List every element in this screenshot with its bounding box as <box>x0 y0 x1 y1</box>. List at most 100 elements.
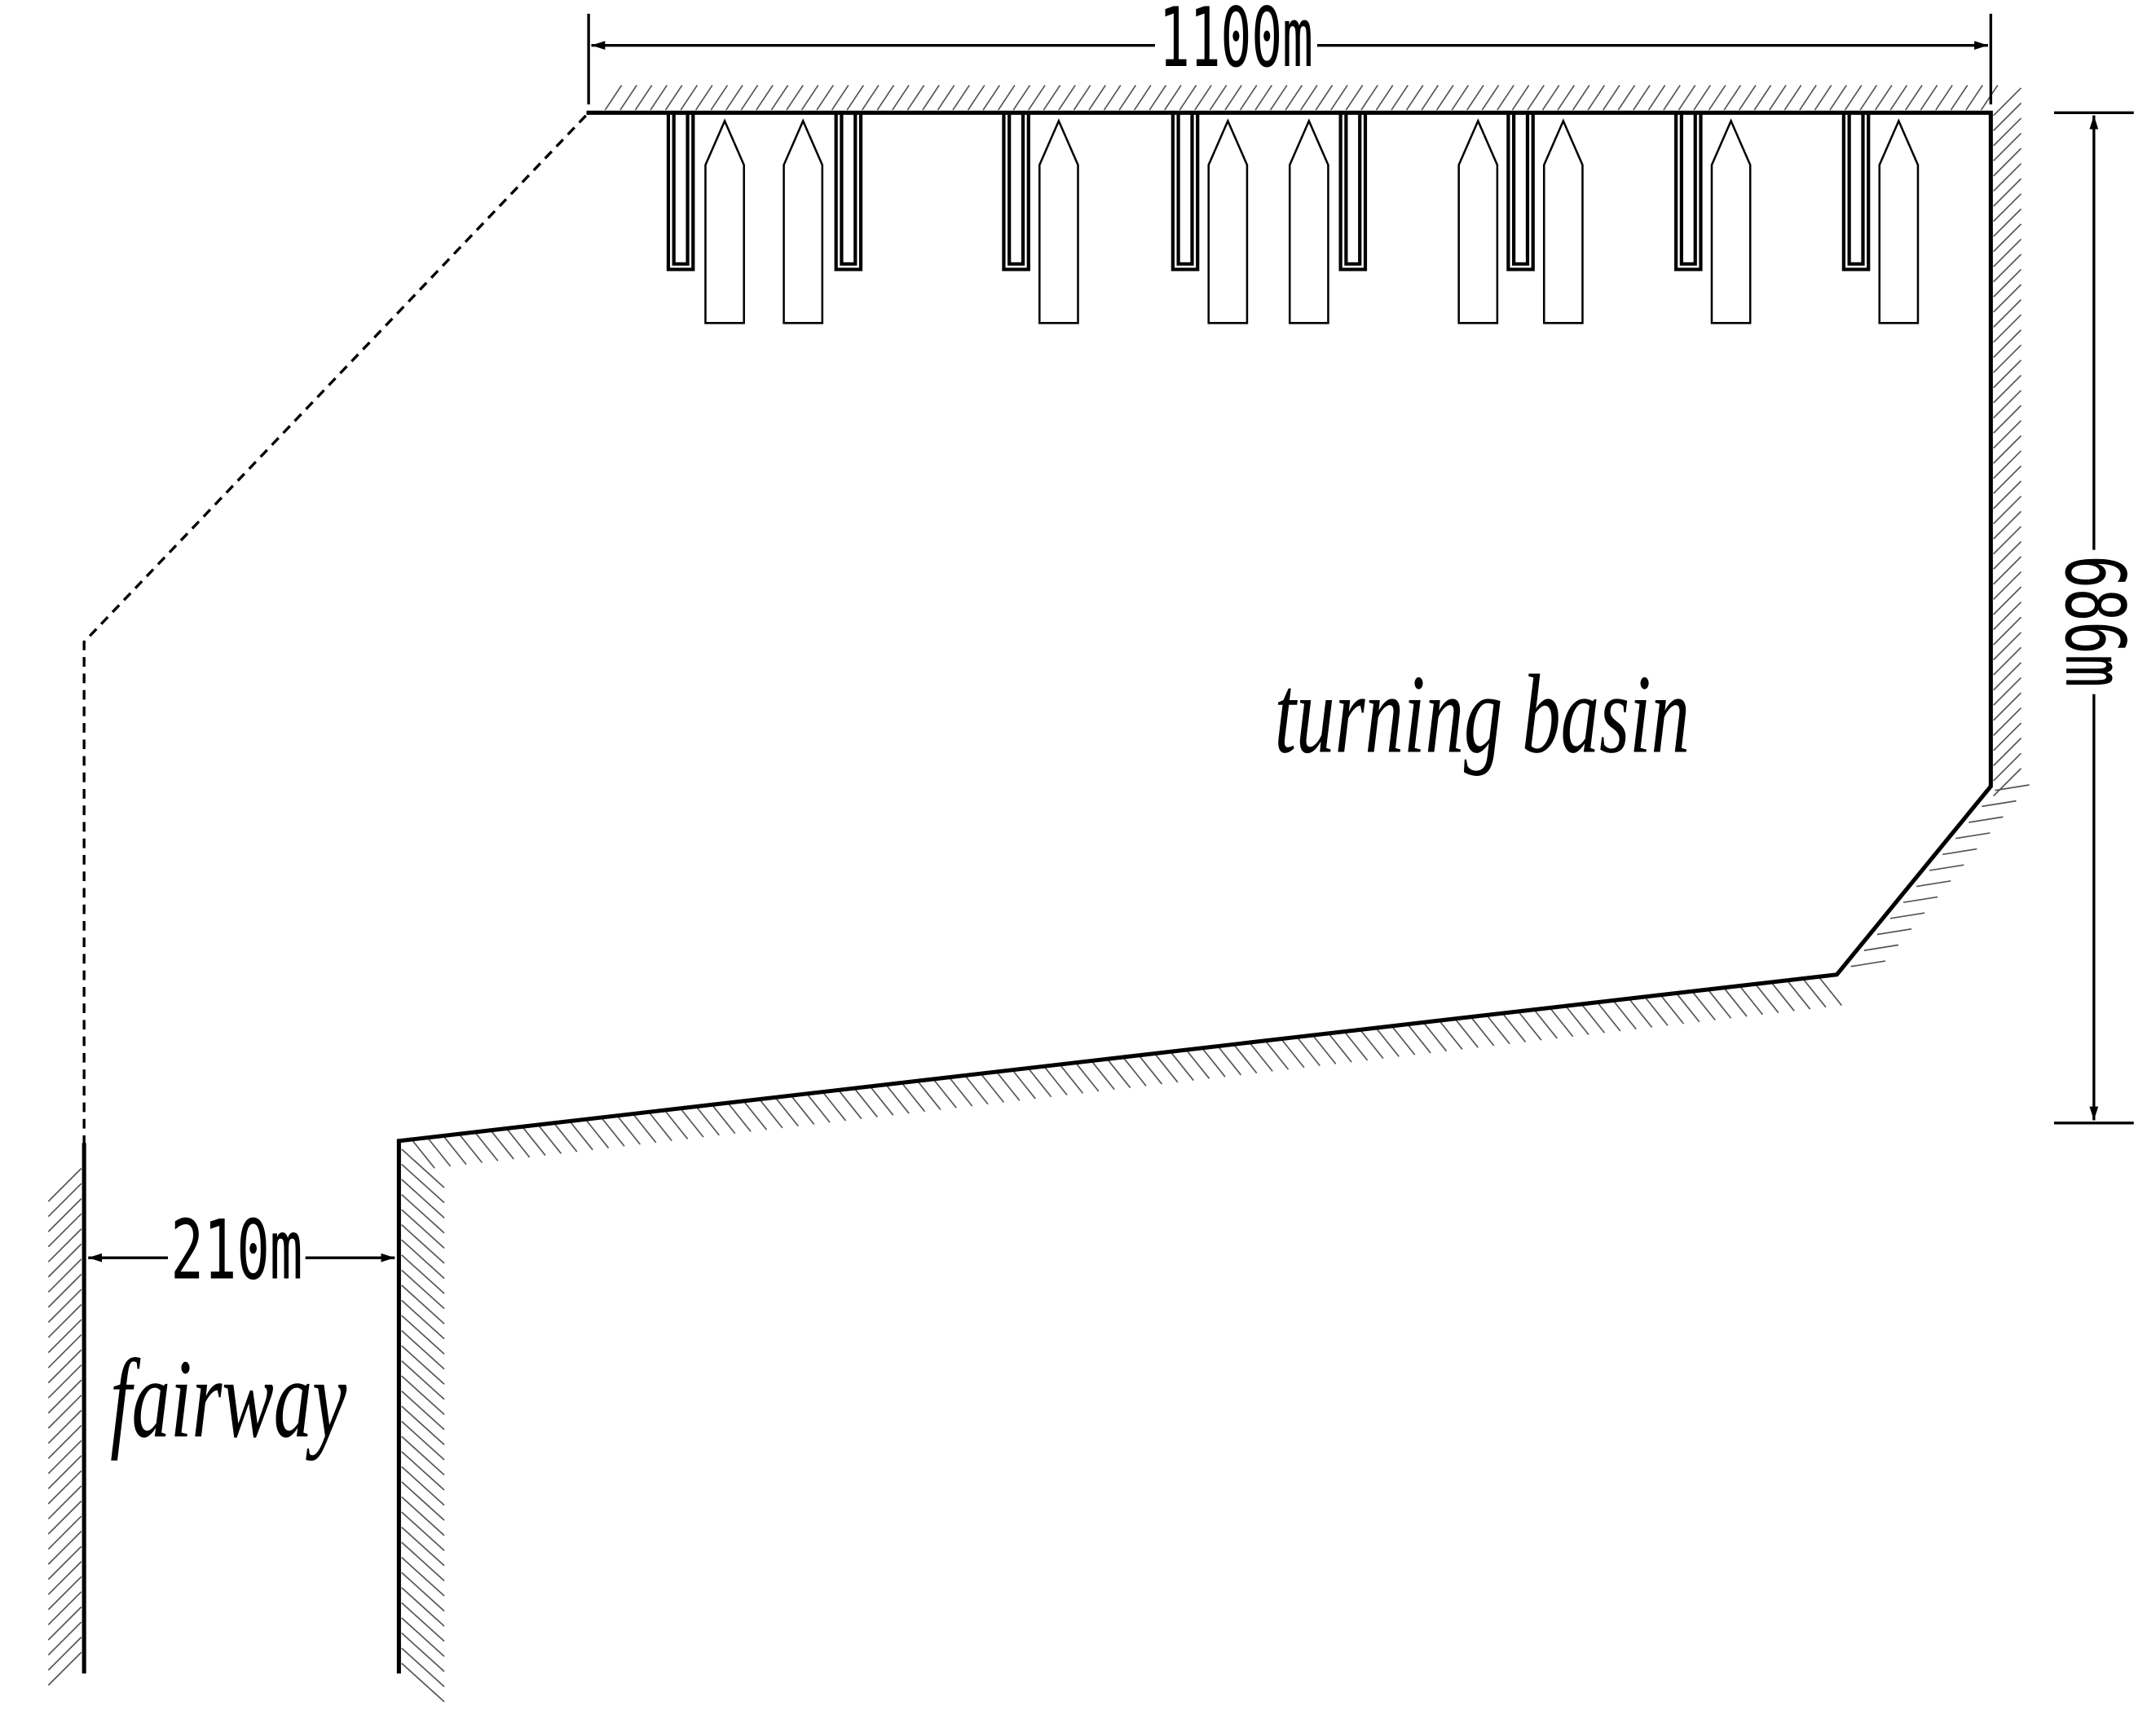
hatch-stroke <box>694 85 713 111</box>
hatch-stroke <box>743 1101 768 1130</box>
hatch-stroke <box>443 1136 467 1166</box>
hatch-stroke <box>1315 85 1334 111</box>
ship <box>1542 118 1584 324</box>
hatch-stroke <box>401 1511 445 1551</box>
hatch-stroke <box>871 1086 894 1116</box>
hatch-stroke <box>918 1082 941 1110</box>
height-label: 686m <box>2047 555 2143 687</box>
hatch-stroke <box>47 1198 82 1232</box>
hatch-stroke <box>1297 1038 1320 1067</box>
hatch-stroke <box>47 1349 82 1384</box>
hatch-stroke <box>1993 420 2022 449</box>
hatch-stroke <box>1250 1043 1273 1072</box>
hatch-stroke <box>401 1315 445 1355</box>
hatch-stroke <box>401 1193 445 1234</box>
hatch-stroke <box>728 1104 752 1132</box>
hatch-stroke <box>1993 284 2022 313</box>
hatch-stroke <box>1481 85 1500 111</box>
hatch-stroke <box>1723 85 1742 111</box>
hatch-stroke <box>1645 998 1669 1026</box>
hatch-stroke <box>791 1096 815 1125</box>
hatch-stroke <box>816 85 835 111</box>
hatch-stroke <box>47 1395 82 1429</box>
hatch-stroke <box>1955 832 1991 840</box>
hatch-stroke <box>846 85 865 111</box>
hatch-stroke <box>1091 1061 1115 1091</box>
hatch-stroke <box>1724 988 1748 1017</box>
hatch-stroke <box>47 1213 82 1248</box>
hatch-stroke <box>1617 85 1636 111</box>
hatch-stroke <box>1769 85 1787 111</box>
hatch-stroke <box>1451 85 1470 111</box>
hatch-stroke <box>1935 85 1953 111</box>
hatch-stroke <box>1739 85 1757 111</box>
hatch-stroke <box>47 1439 82 1474</box>
hatch-stroke <box>1269 85 1288 111</box>
hatch-stroke <box>47 1485 82 1520</box>
hatch-stroke <box>1663 85 1681 111</box>
hatch-stroke <box>401 1587 445 1627</box>
hatch-stroke <box>1254 85 1272 111</box>
hatch-stroke <box>807 1094 831 1123</box>
hatch-stroke <box>1012 1070 1036 1100</box>
hatch-stroke <box>401 1541 445 1582</box>
hatch-stroke <box>401 1571 445 1612</box>
hatch-stroke <box>1829 85 1847 111</box>
ship <box>704 118 745 324</box>
hatch-stroke <box>1497 85 1514 111</box>
hatch-stroke <box>800 85 819 111</box>
finger-pier <box>1506 112 1535 271</box>
hatch-stroke <box>401 1435 445 1476</box>
hatch-stroke <box>1511 85 1530 111</box>
hatch-stroke <box>1993 646 2022 676</box>
hatch-stroke <box>997 85 1016 111</box>
hatch-stroke <box>1993 163 2022 192</box>
hatch-stroke <box>633 1114 657 1144</box>
hatch-stroke <box>997 1072 1021 1101</box>
hatch-stroke <box>1993 253 2022 283</box>
hatch-stroke <box>696 1107 720 1136</box>
hatch-stroke <box>1581 1004 1606 1033</box>
hatch-stroke <box>47 1515 82 1550</box>
hatch-stroke <box>1566 1007 1589 1036</box>
hatch-stroke <box>1993 510 2022 540</box>
hatch-stroke <box>1993 268 2022 297</box>
fairway-label: fairway <box>110 1336 347 1461</box>
hatch-stroke <box>1677 994 1700 1023</box>
dimension-height-right <box>2053 111 2134 1125</box>
hatch-stroke <box>401 1496 445 1536</box>
hatch-stroke <box>1993 314 2022 343</box>
hatch-stroke <box>401 1663 445 1703</box>
ship <box>1038 118 1079 324</box>
hatch-stroke <box>1391 85 1409 111</box>
hatch-stroke <box>1376 1029 1400 1057</box>
hatch-stroke <box>47 1561 82 1595</box>
hatch-stroke <box>475 1133 499 1161</box>
hatch-stroke <box>1814 85 1832 111</box>
hatch-stroke <box>1693 85 1711 111</box>
hatch-stroke <box>1300 85 1318 111</box>
hatch-stroke <box>886 1085 910 1114</box>
hatch-stroke <box>712 1105 736 1135</box>
hatch-stroke <box>1920 85 1938 111</box>
hatch-stroke <box>47 1455 82 1490</box>
shore-hatching <box>47 85 2030 1703</box>
hatch-stroke <box>650 85 668 111</box>
hatch-stroke <box>1234 1045 1258 1074</box>
hatch-stroke <box>1965 85 1983 111</box>
hatch-stroke <box>1993 178 2022 207</box>
hatch-stroke <box>1541 85 1560 111</box>
hatch-stroke <box>1993 117 2022 147</box>
hatch-stroke <box>760 1100 783 1129</box>
hatch-stroke <box>401 1647 445 1687</box>
hatch-stroke <box>401 1345 445 1385</box>
hatch-stroke <box>522 1127 546 1157</box>
hatch-stroke <box>831 85 849 111</box>
hatch-stroke <box>967 85 985 111</box>
hatch-stroke <box>1874 85 1893 111</box>
hatch-stroke <box>1572 85 1590 111</box>
fairway-width-label: 210m <box>170 1201 302 1298</box>
hatch-stroke <box>401 1329 445 1370</box>
hatch-stroke <box>459 1135 483 1164</box>
hatch-stroke <box>1218 1047 1242 1076</box>
